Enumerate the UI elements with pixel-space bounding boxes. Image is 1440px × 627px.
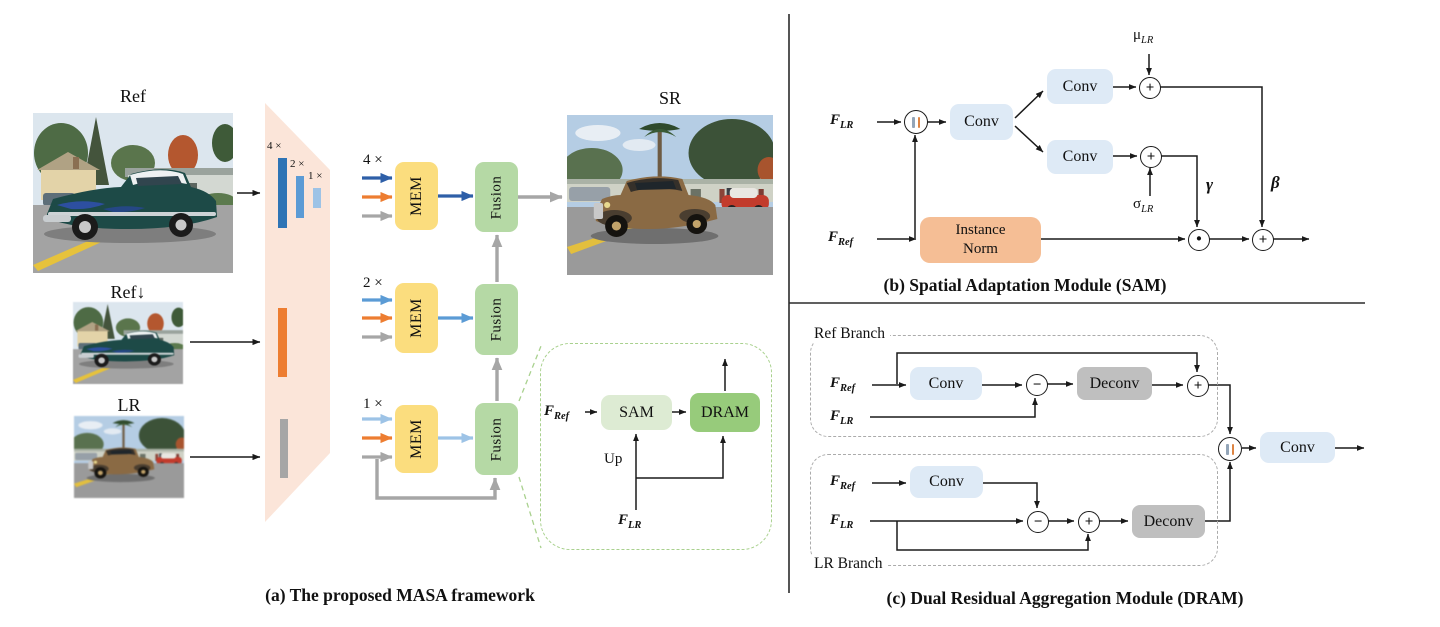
- dram-ref-subtract-icon: −: [1026, 374, 1048, 396]
- row-4x-label: 4 ×: [363, 152, 383, 168]
- ref-branch-box: [810, 335, 1218, 437]
- pyramid-1x-label: 1 ×: [308, 170, 323, 182]
- dram-lr-conv-block: Conv: [910, 466, 983, 498]
- mem1-input-arrows: [362, 172, 393, 222]
- sam-block: SAM: [601, 395, 672, 430]
- dram-concat-icon: [1218, 437, 1242, 461]
- mem2-input-arrows: [362, 294, 393, 343]
- dram-ref-f-lr-label: FLR: [830, 408, 854, 427]
- detail-wires: [585, 358, 728, 510]
- dram-ref-conv-block: Conv: [910, 367, 982, 400]
- bar-4x: [278, 158, 287, 228]
- dram-ref-add-icon: +: [1187, 375, 1209, 397]
- dram-wires: [870, 352, 1365, 551]
- callout-connector-lines: [518, 345, 542, 549]
- ref-down-image-label: Ref↓: [110, 282, 146, 302]
- lr-image: [74, 416, 184, 498]
- sr-image: [567, 115, 773, 275]
- ref-image: [33, 113, 233, 273]
- caption-b: (b) Spatial Adaptation Module (SAM): [883, 275, 1167, 295]
- sam-concat-icon: [904, 110, 928, 134]
- ref-image-label: Ref: [120, 86, 146, 106]
- fusion-block-2x: Fusion: [475, 284, 518, 355]
- pyramid-2x-label: 2 ×: [290, 158, 305, 170]
- sam-f-lr-label: FLR: [830, 112, 854, 131]
- gamma-label: γ: [1206, 175, 1214, 194]
- sam-conv-gamma: Conv: [1047, 140, 1113, 174]
- bar-1x: [313, 188, 321, 208]
- sam-f-ref-label: FRef: [828, 229, 854, 248]
- bar-2x: [296, 176, 304, 218]
- dram-ref-f-ref-label: FRef: [830, 375, 856, 394]
- sam-add-mu-icon: +: [1139, 77, 1161, 99]
- dram-ref-deconv-block: Deconv: [1077, 367, 1152, 400]
- image-to-pyramid-arrows: [190, 189, 261, 461]
- beta-label: β: [1271, 173, 1280, 192]
- fusion-detail-callout: [540, 343, 772, 550]
- ref-down-image: [73, 302, 183, 384]
- dram-lr-add-icon: +: [1078, 511, 1100, 533]
- mem3-input-arrows: [362, 413, 393, 463]
- detail-f-lr-label: FLR: [618, 512, 642, 531]
- sam-conv-shared: Conv: [950, 104, 1013, 140]
- sam-conv-beta: Conv: [1047, 69, 1113, 104]
- dram-lr-f-ref-label: FRef: [830, 473, 856, 492]
- caption-a: (a) The proposed MASA framework: [265, 585, 535, 605]
- bar-ref-down: [278, 308, 287, 377]
- lr-branch-label: LR Branch: [809, 555, 888, 573]
- row-1x-label: 1 ×: [363, 396, 383, 412]
- row-2x-label: 2 ×: [363, 275, 383, 291]
- lr-image-label: LR: [117, 395, 141, 415]
- sigma-lr-label: σLR: [1133, 196, 1154, 215]
- dram-final-conv-block: Conv: [1260, 432, 1335, 463]
- sam-multiply-icon: ·: [1188, 226, 1210, 252]
- caption-c: (c) Dual Residual Aggregation Module (DR…: [886, 588, 1244, 608]
- sam-wires: [877, 54, 1310, 242]
- pyramid-4x-label: 4 ×: [267, 140, 282, 152]
- sam-add-sigma-icon: +: [1140, 146, 1162, 168]
- ref-branch-label: Ref Branch: [809, 325, 891, 343]
- dram-lr-f-lr-label: FLR: [830, 512, 854, 531]
- bar-lr: [280, 419, 288, 478]
- mu-lr-label: μLR: [1133, 27, 1154, 46]
- detail-f-ref-label: FRef: [544, 403, 570, 422]
- dram-block: DRAM: [690, 393, 760, 432]
- dram-lr-deconv-block: Deconv: [1132, 505, 1205, 538]
- lr-branch-box: [810, 454, 1218, 566]
- fusion-block-1x: Fusion: [475, 403, 518, 475]
- mem-block-1x: MEM: [395, 405, 438, 473]
- up-label: Up: [604, 451, 623, 467]
- pyramid-feature-bars: [278, 158, 321, 478]
- mem-block-4x: MEM: [395, 162, 438, 230]
- fusion-block-4x: Fusion: [475, 162, 518, 232]
- sr-image-label: SR: [658, 88, 682, 108]
- lr-skip-to-fusion3-arrow: [375, 459, 501, 500]
- dram-lr-subtract-icon: −: [1027, 511, 1049, 533]
- sam-add-beta-icon: +: [1252, 229, 1274, 251]
- mem-block-2x: MEM: [395, 283, 438, 353]
